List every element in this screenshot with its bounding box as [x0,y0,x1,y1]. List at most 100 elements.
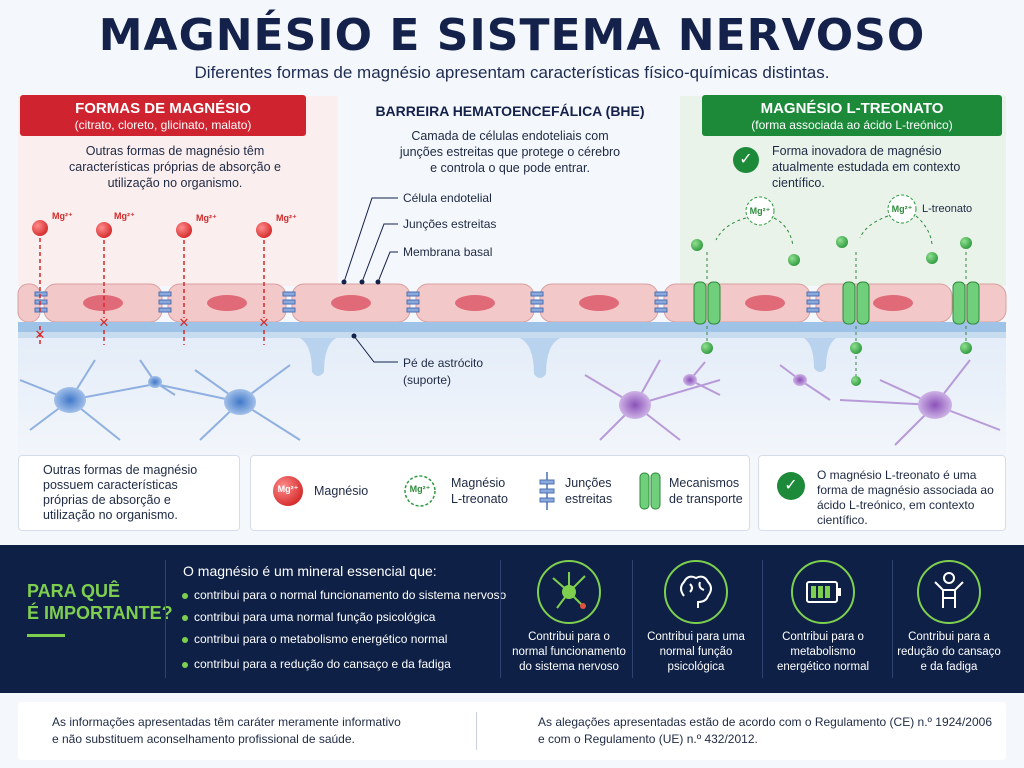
astrocyte-foot [300,338,336,376]
legend-left-box: Outras formas de magnésio possuem caract… [18,455,240,531]
neuron-icon-label: Contribui para o normal funcionamento do… [512,631,626,673]
tight-junctions [34,291,820,313]
check-icon: ✓ [777,472,805,500]
importance-section [0,545,1024,693]
mg-l-threonate-label: Mg²⁺ [892,204,913,214]
page-title: MAGNÉSIO E SISTEMA NERVOSO [98,10,926,61]
neuron-body [54,387,86,413]
divider [500,560,501,678]
footer-left: As informações apresentadas têm caráter … [52,715,401,746]
label-tight-junctions: Junções estreitas [403,217,497,231]
l-threonate-transport [691,194,972,386]
disclaimer-footer [18,702,1006,760]
mg-l-threonate-icon-label: Mg²⁺ [409,484,431,494]
legend-box: Mg²⁺ Magnésio Mg²⁺ Magnésio L-treonato J… [250,455,750,531]
forms-description: Outras formas de magnésio têm caracterís… [69,144,281,190]
divider [762,560,763,678]
blood-brain-barrier-diagram: ✕ ✕ ✕ ✕ Mg²⁺ Mg²⁺ Mg²⁺ Mg²⁺ [17,194,1007,455]
importance-bullet: contribui para o normal funcionamento do… [182,588,506,602]
forms-of-magnesium-header: FORMAS DE MAGNÉSIO (citrato, cloreto, gl… [20,95,306,136]
importance-intro: O magnésio é um mineral essencial que: [183,563,437,579]
magnesium-icon [273,476,303,506]
neuron-body [619,391,651,419]
mg-ion-label: Mg²⁺ [52,211,73,221]
nucleus [579,295,619,311]
magnesium-icon-label: Mg²⁺ [277,484,299,494]
mg-ion-label: Mg²⁺ [196,213,217,223]
pointer-endothelial [343,197,398,283]
l-threonate-description: Forma inovadora de magnésio atualmente e… [772,144,961,190]
neuron-body [683,374,697,386]
page-subtitle: Diferentes formas de magnésio apresentam… [194,63,830,82]
divider [165,560,166,678]
bbb-heading: BARREIRA HEMATOENCEFÁLICA (BHE) [375,103,645,119]
neuron-body [224,389,256,415]
importance-bullet: contribui para a redução do cansaço e da… [182,657,451,671]
importance-question-line2: É IMPORTANTE? [27,603,173,623]
svg-text:✕: ✕ [259,315,270,330]
svg-text:✕: ✕ [99,315,110,330]
legend-transport-1: Mecanismos [669,476,740,490]
blocked-magnesium-ions: ✕ ✕ ✕ ✕ [32,220,272,345]
basal-membrane [18,322,1006,332]
nucleus [83,295,123,311]
person-icon-label: Contribui para a redução do cansaço e da… [897,631,1001,673]
mg-l-threonate-icon [404,475,436,507]
pointer-astrocyte [353,335,398,363]
legend-mg-l-threonate-2: L-treonato [451,492,508,506]
endothelial-cell [663,283,811,323]
neuron-body [148,376,162,388]
mg-l-threonate-label: Mg²⁺ [750,206,771,216]
l-threonate-label: L-treonato [922,203,972,215]
mg-ion-blocked: ✕ [256,222,272,345]
nucleus [745,295,785,311]
mg-ion-blocked: ✕ [32,220,48,345]
transport-mechanisms [693,281,980,325]
importance-question-line1: PARA QUÊ [27,581,121,601]
importance-underline [27,634,65,637]
footer-right: As alegações apresentadas estão de acord… [538,715,993,746]
l-threonate-heading: MAGNÉSIO L-TREONATO [760,100,944,117]
mg-ion-blocked: ✕ [96,222,112,345]
bbb-description: Camada de células endoteliais com junçõe… [399,129,621,175]
mg-ion-blocked: ✕ [176,222,192,345]
label-basal-membrane: Membrana basal [403,245,493,259]
label-astrocyte-foot: Pé de astrócito [403,356,484,370]
brain-icon-label: Contribui para uma normal função psicoló… [647,631,745,673]
nucleus [455,295,495,311]
legend-right-text: O magnésio L-treonato é uma forma de mag… [817,468,994,527]
forms-heading: FORMAS DE MAGNÉSIO [75,100,251,117]
mg-l-threonate-ion [887,194,917,224]
legend-transport-2: de transporte [669,492,743,506]
label-endothelial-cell: Célula endotelial [403,191,492,205]
astrocyte-foot [804,338,836,372]
pointer-junctions [361,223,398,283]
l-threonate-subheading: (forma associada ao ácido L-treónico) [751,118,953,132]
nucleus [873,295,913,311]
svg-text:✕: ✕ [179,315,190,330]
neuron-body [793,374,807,386]
brain-icon [664,560,728,624]
footer-divider [476,712,477,750]
brain-side-background [18,330,1006,455]
divider [632,560,633,678]
tight-junctions-icon [539,472,555,510]
nucleus [207,295,247,311]
basal-membrane-shadow [18,332,1006,338]
l-threonate-header: MAGNÉSIO L-TREONATO (forma associada ao … [702,95,1002,136]
mg-ion-label: Mg²⁺ [276,213,297,223]
importance-question: PARA QUÊ É IMPORTANTE? [27,580,173,624]
battery-icon-label: Contribui para o metabolismo energético … [776,631,870,673]
legend-junctions-2: estreitas [565,492,613,506]
person-icon [917,560,981,624]
label-astrocyte-support: (suporte) [403,373,452,387]
legend-right-box: ✓ O magnésio L-treonato é uma forma de m… [758,455,1006,531]
mg-ion-label: Mg²⁺ [114,211,135,221]
nucleus [331,295,371,311]
legend-left-text: Outras formas de magnésio possuem caract… [43,463,198,522]
importance-bullet: contribui para uma normal função psicoló… [182,610,435,624]
astrocyte-foot [520,338,560,378]
neuron-body [918,391,952,419]
divider [892,560,893,678]
legend-junctions-1: Junções [565,476,612,490]
